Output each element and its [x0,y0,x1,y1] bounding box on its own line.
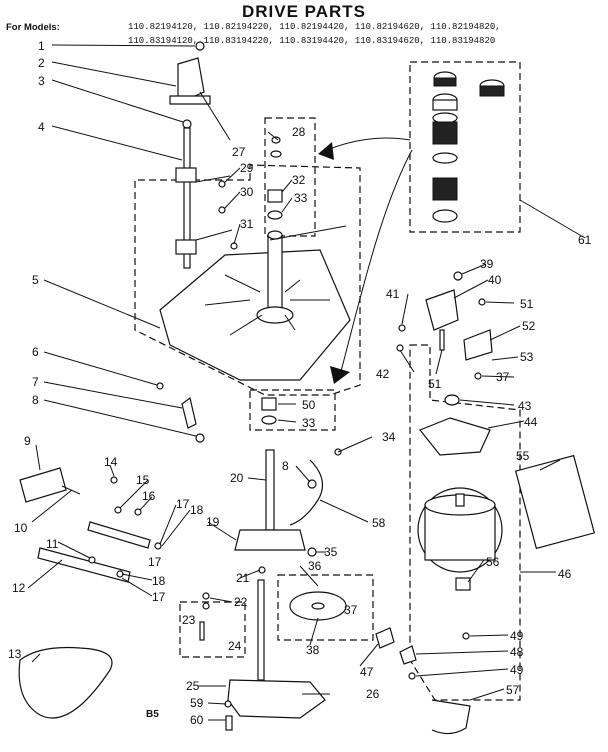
callout-41: 41 [386,287,400,301]
callout-18-a: 18 [190,503,204,517]
callout-20: 20 [230,471,244,485]
callout-11: 11 [46,537,59,551]
seal-ring [261,397,277,411]
seal-washer [261,415,277,425]
callout-40: 40 [488,273,502,287]
callout-57: 57 [506,683,520,697]
motor-group-box [409,344,521,701]
callout-19: 19 [206,515,220,529]
callout-23: 23 [182,613,196,627]
arrow-to-top-collar [321,137,411,153]
callout-17-c: 17 [152,590,166,604]
motor-assembly [375,271,596,735]
callout-7: 7 [32,375,39,389]
callout-17-b: 17 [148,555,162,569]
callout-39: 39 [480,257,494,271]
arrow-to-seal [339,149,413,376]
callout-16: 16 [142,489,156,503]
callout-1: 1 [38,39,45,53]
callout-55: 55 [516,449,530,463]
callout-42: 42 [376,367,390,381]
callout-35: 35 [324,545,338,559]
models-list-line-1: 110.82194120, 110.82194220, 110.82194420… [128,22,501,32]
callout-44: 44 [524,415,538,429]
callout-9: 9 [24,434,31,448]
nut-8 [195,433,205,443]
callout-53: 53 [520,350,534,364]
callout-8-b: 8 [282,459,289,473]
callout-27: 27 [232,145,246,159]
callout-8: 8 [32,393,39,407]
callout-5: 5 [32,273,39,287]
footer-code: B5 [146,709,159,720]
callout-15: 15 [136,473,150,487]
gearcase-cover [159,230,351,381]
callout-37-b: 37 [496,370,510,384]
screw-6 [156,382,164,390]
callout-51-a: 51 [520,297,534,311]
callout-2: 2 [38,56,45,70]
callout-48: 48 [510,645,524,659]
callout-33-b: 33 [302,416,316,430]
callout-61: 61 [578,233,592,247]
callout-34: 34 [382,430,396,444]
callout-51-b: 51 [428,377,442,391]
callout-12: 12 [12,581,26,595]
callout-labels: 1 2 3 4 5 6 7 8 9 10 11 12 13 14 15 16 1… [8,39,592,727]
callout-49-a: 49 [510,629,524,643]
callout-10: 10 [14,521,28,535]
transmission-assembly [199,448,347,731]
callout-33-a: 33 [294,191,308,205]
drive-belt [18,646,113,719]
callout-28: 28 [292,125,306,139]
callout-29: 29 [240,161,254,175]
callout-52: 52 [522,319,536,333]
callout-4: 4 [38,120,45,134]
leader-lines [27,44,586,721]
callout-3: 3 [38,74,45,88]
callout-60: 60 [190,713,204,727]
callout-58: 58 [372,516,386,530]
callout-26: 26 [366,687,380,701]
seal-group-box [249,389,336,431]
arrow-head-bottom [330,366,350,384]
bearing-kit [432,71,505,223]
callout-30: 30 [240,185,254,199]
callout-25: 25 [186,679,200,693]
callout-24: 24 [228,639,242,653]
callout-50: 50 [302,398,316,412]
bracket-7 [181,396,197,429]
callout-43: 43 [518,399,532,413]
pin-group-box [179,601,246,658]
diagram-title: DRIVE PARTS [241,2,367,21]
arrow-head-top [318,142,334,160]
callout-18-b: 18 [152,574,166,588]
collar-stack [267,136,283,220]
callout-36: 36 [308,559,322,573]
callout-46: 46 [558,567,572,581]
callout-32: 32 [292,173,306,187]
models-prefix: For Models: [6,22,60,33]
callout-38: 38 [306,643,320,657]
callout-56: 56 [486,555,500,569]
gearcase-cover-group-box [134,164,361,396]
callout-49-b: 49 [510,663,524,677]
callout-21: 21 [236,571,250,585]
pulley-group-box [277,574,374,641]
callout-31: 31 [240,217,254,231]
callout-13: 13 [8,647,22,661]
bearing-kit-group-box [409,61,521,233]
models-list-line-2: 110.83194120, 110.83194220, 110.83194420… [128,36,496,46]
callout-14: 14 [104,455,118,469]
actuator-assembly [169,41,238,269]
callout-17-a: 17 [176,497,190,511]
callout-6: 6 [32,345,39,359]
callout-59: 59 [190,696,204,710]
callout-47: 47 [360,665,374,679]
callout-37-a: 37 [344,603,358,617]
callout-22: 22 [234,595,248,609]
